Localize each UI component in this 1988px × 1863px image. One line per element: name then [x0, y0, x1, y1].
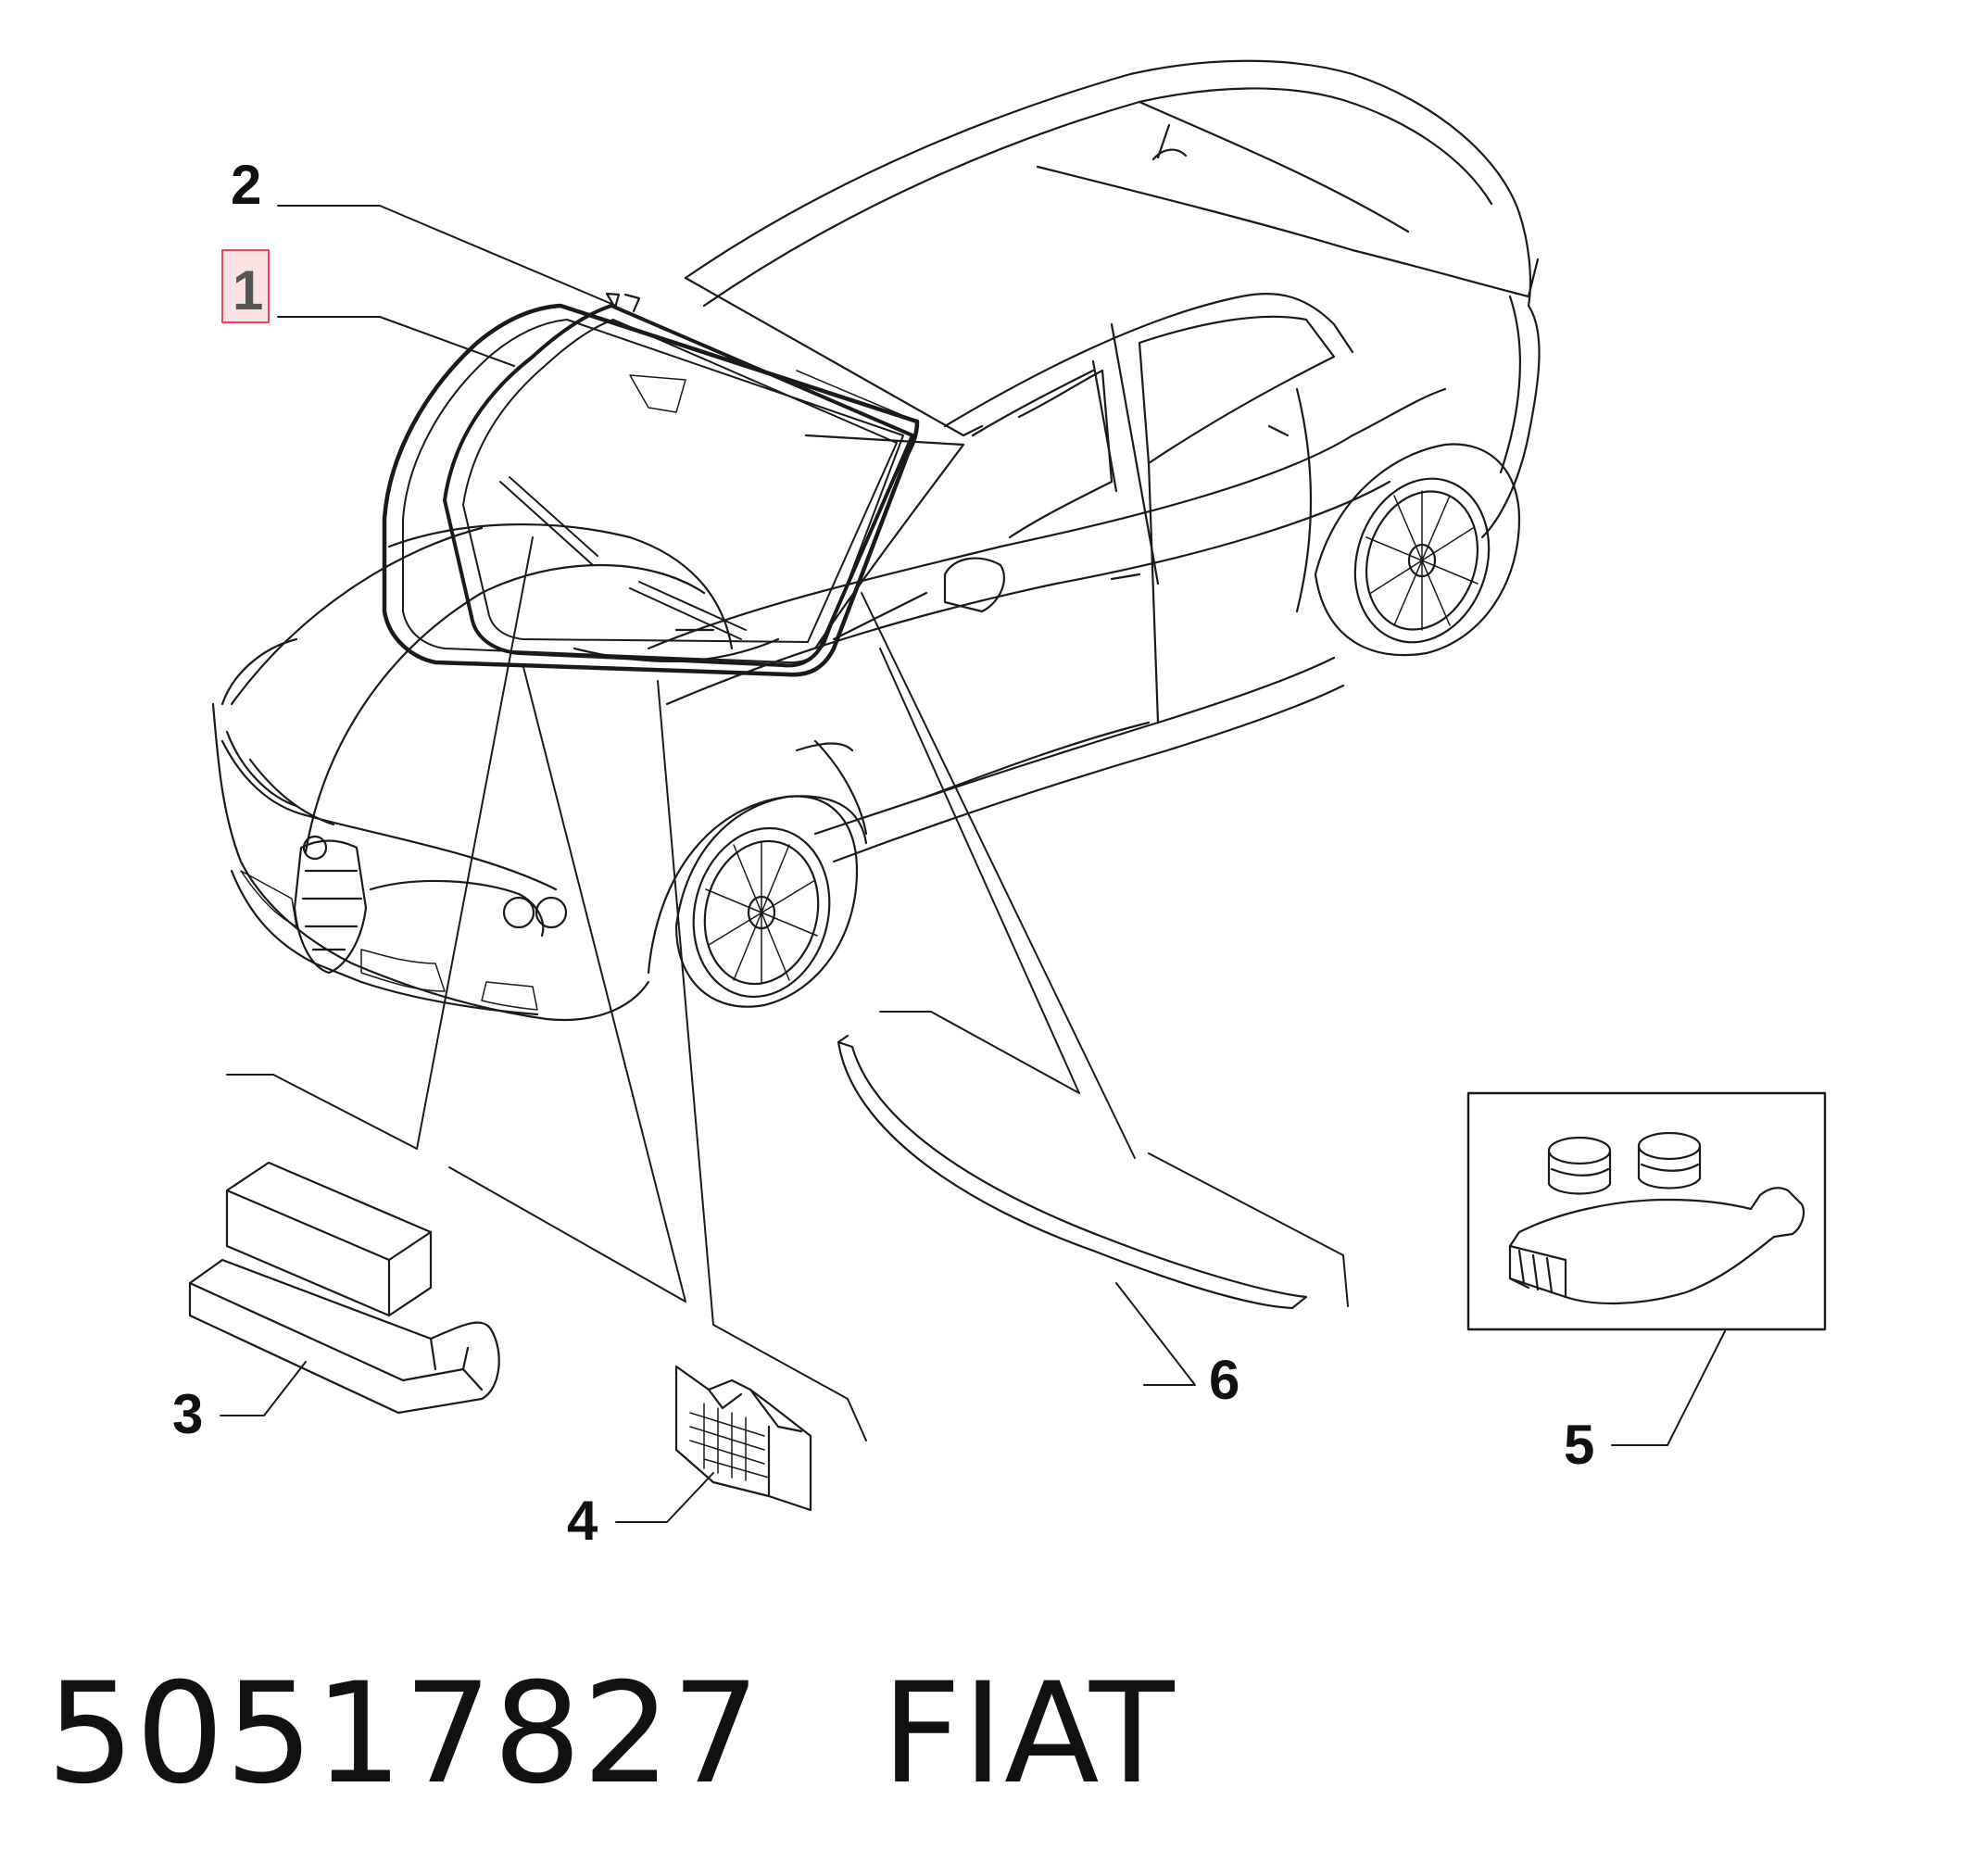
callout-6: 6	[1209, 1349, 1239, 1411]
callout-labels: 1 2 3 4 5 6	[172, 154, 1594, 1552]
callout-3: 3	[172, 1383, 203, 1445]
part-caption: 50517827 FIAT	[46, 1654, 1176, 1815]
brand-name: FIAT	[881, 1654, 1176, 1815]
part-6-strip	[837, 1034, 1308, 1310]
callout-5: 5	[1564, 1414, 1594, 1476]
car-illustration	[211, 59, 1541, 1021]
part-4-clip	[674, 1365, 812, 1512]
windshield-assembly	[382, 292, 920, 677]
callout-2: 2	[231, 154, 261, 216]
callout-1-highlight	[221, 249, 270, 323]
part-5-kit	[1466, 1091, 1827, 1331]
leader-lines	[220, 205, 1726, 1523]
callout-1: 1	[233, 259, 263, 321]
callout-4: 4	[567, 1490, 598, 1552]
part-3-profile	[188, 1161, 500, 1415]
part-number: 50517827	[46, 1654, 761, 1815]
